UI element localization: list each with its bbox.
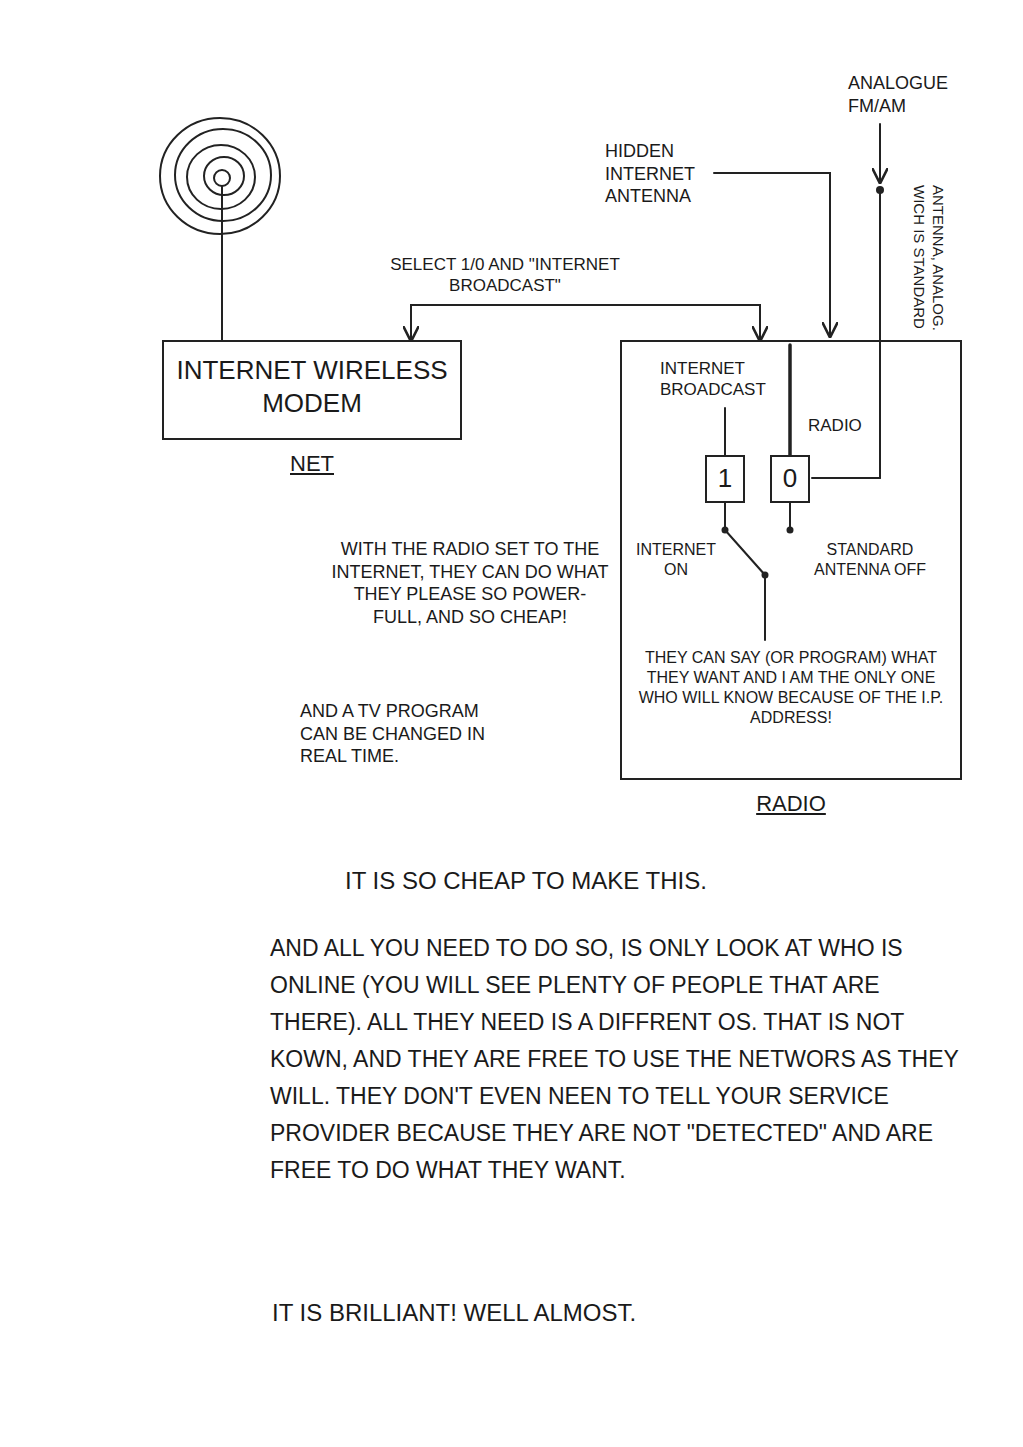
note-text: THEY CAN SAY (OR PROGRAM) WHAT THEY WANT… bbox=[632, 648, 950, 728]
note-text: IT IS SO CHEAP TO MAKE THIS. bbox=[345, 866, 965, 896]
note-text: IT IS BRILLIANT! WELL ALMOST. bbox=[272, 1298, 972, 1328]
callout-label: HIDDEN INTERNET ANTENNA bbox=[605, 140, 745, 208]
switch-position-box: 1 bbox=[705, 455, 745, 503]
switch-dot bbox=[787, 527, 794, 534]
switch-label: INTERNET ON bbox=[630, 540, 722, 580]
switch-label: STANDARD ANTENNA OFF bbox=[810, 540, 930, 580]
signal-arrow bbox=[879, 124, 881, 182]
internal-wire bbox=[724, 408, 726, 455]
antenna-label: ANALOGUE FM/AM bbox=[848, 72, 963, 117]
connector-label: SELECT 1/0 AND "INTERNET BROADCAST" bbox=[360, 253, 650, 298]
modem-text: INTERNET WIRELESS MODEM bbox=[172, 354, 452, 419]
internal-wire bbox=[788, 345, 792, 455]
note-text: WITH THE RADIO SET TO THE INTERNET, THEY… bbox=[330, 538, 610, 628]
switch-position: 1 bbox=[707, 462, 743, 495]
switch-contact bbox=[724, 503, 726, 530]
antenna-spiral bbox=[214, 170, 230, 186]
switch-blade bbox=[725, 530, 765, 575]
radio-box: 10 INTERNET BROADCAST RADIO INTERNET ON STAN… bbox=[620, 340, 962, 780]
port-label: INTERNET BROADCAST bbox=[660, 358, 790, 401]
node-heading: RADIO bbox=[622, 790, 960, 818]
switch-position: 0 bbox=[772, 462, 808, 495]
switch-dot bbox=[762, 572, 769, 579]
switch-position-box: 0 bbox=[770, 455, 810, 503]
antenna-spiral bbox=[160, 118, 280, 234]
leader-line bbox=[714, 173, 830, 336]
antenna-spiral bbox=[204, 157, 244, 195]
antenna-wire bbox=[879, 190, 881, 478]
antenna-mast bbox=[221, 186, 223, 340]
switch-output bbox=[764, 575, 766, 640]
port-label: RADIO bbox=[808, 415, 878, 436]
antenna-wire bbox=[812, 477, 880, 479]
switch-dot bbox=[722, 527, 729, 534]
switch-contact bbox=[789, 503, 791, 530]
node-heading: NET bbox=[164, 450, 460, 478]
connector bbox=[411, 305, 760, 340]
antenna-dot bbox=[876, 186, 884, 194]
paragraph: AND ALL YOU NEED TO DO SO, IS ONLY LOOK … bbox=[270, 930, 970, 1189]
antenna-label: ANTENNA, ANALOG. WICH IS STANDARD bbox=[910, 185, 948, 335]
note-text: AND A TV PROGRAM CAN BE CHANGED IN REAL … bbox=[300, 700, 500, 768]
modem-box: INTERNET WIRELESS MODEMNET bbox=[162, 340, 462, 440]
